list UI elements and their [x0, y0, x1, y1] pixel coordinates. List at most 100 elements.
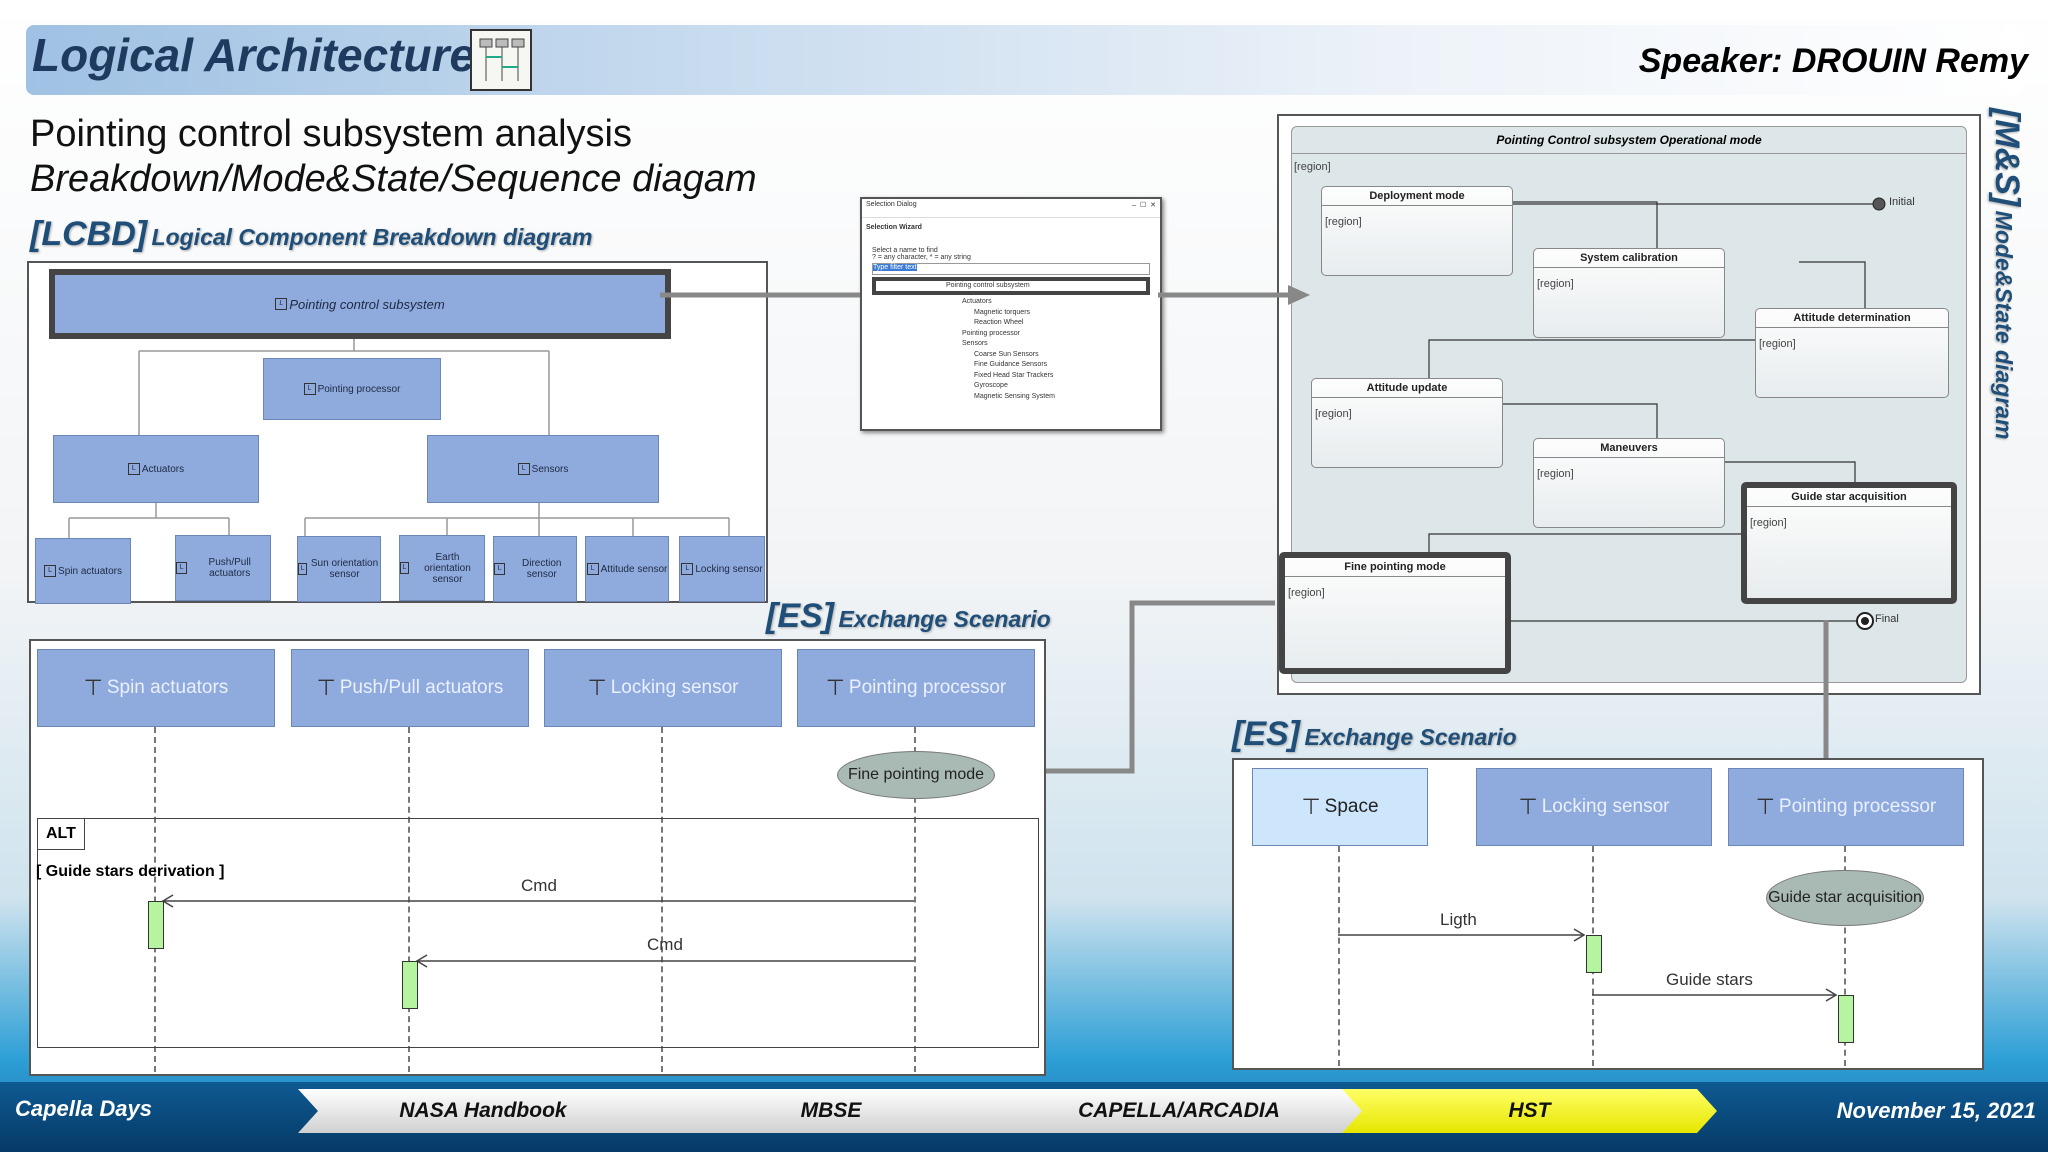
tree-item[interactable]: Reaction Wheel — [974, 319, 1024, 326]
activation-bar — [402, 961, 418, 1009]
message-label: Cmd — [647, 935, 683, 954]
actor-icon: ⊤ — [587, 675, 607, 700]
selection-dialog: Selection Dialog – ☐ ✕ Selection Wizard … — [860, 197, 1162, 431]
tree-item-selected[interactable]: Pointing control subsystem — [872, 277, 1150, 295]
fragment-guard: [ Guide stars derivation ] — [36, 863, 225, 880]
lifeline — [661, 727, 663, 1072]
ms-title: Mode&State diagram — [1991, 210, 2017, 440]
lifeline — [1338, 846, 1340, 1066]
lcbd-leaf-label: Push/Pull actuators — [208, 557, 251, 579]
state-deployment-mode[interactable]: Deployment mode[region] — [1321, 186, 1513, 276]
es2-actor[interactable]: ⊤Locking sensor — [1476, 768, 1712, 846]
state-region: [region] — [1750, 517, 1787, 529]
lcbd-tag: [LCBD] — [30, 215, 148, 253]
slide-title: Logical Architecture — [32, 29, 476, 81]
footer-date: November 15, 2021 — [1836, 1098, 2036, 1123]
dialog-hint-2: ? = any character, * = any string — [872, 254, 971, 261]
tree-item[interactable]: Magnetic torquers — [974, 308, 1031, 316]
state-region: [region] — [1288, 587, 1325, 599]
dialog-hint-1: Select a name to find — [872, 247, 938, 254]
es2-messages — [1338, 928, 1838, 1002]
tree-item[interactable]: Fixed Head Star Trackers — [974, 371, 1054, 379]
speaker-name: Speaker: DROUIN Remy — [1638, 42, 2028, 80]
nav-step-capella-arcadia[interactable]: CAPELLA/ARCADIA — [994, 1089, 1364, 1133]
final-label: Final — [1875, 613, 1899, 625]
state-guide-star-acquisition[interactable]: Guide star acquisition[region] — [1741, 482, 1957, 604]
state-attitude-determination[interactable]: Attitude determination [region] — [1755, 308, 1949, 398]
state-title: System calibration — [1534, 249, 1724, 268]
title-bar — [26, 25, 2022, 95]
tree-item[interactable]: Pointing processor — [962, 329, 1020, 337]
actor-label: Pointing processor — [1778, 796, 1937, 817]
state-title: Maneuvers — [1534, 439, 1724, 458]
nav-step-hst-active[interactable]: HST — [1342, 1089, 1717, 1133]
tree-item[interactable]: Sensors — [962, 340, 988, 347]
lcbd-leaf-label: Direction sensor — [522, 558, 562, 580]
es2-actor-space[interactable]: ⊤Space — [1252, 768, 1428, 846]
actor-icon: ⊤ — [83, 675, 103, 700]
es1-panel: ⊤Spin actuators ⊤Push/Pull actuators ⊤Lo… — [29, 639, 1046, 1076]
dialog-heading: Selection Wizard — [866, 224, 922, 231]
ms-region-label: [region] — [1294, 161, 1331, 173]
tree-item[interactable]: Magnetic Sensing System — [974, 392, 1055, 400]
ms-vertical-title: [M&S] Mode&State diagram — [1984, 108, 2034, 468]
lcbd-leaf-label: Spin actuators — [58, 565, 122, 577]
state-system-calibration[interactable]: System calibration [region] — [1533, 248, 1725, 338]
tree-item[interactable]: Coarse Sun Sensors — [974, 350, 1039, 358]
fragment-operator: ALT — [38, 819, 85, 850]
state-title: Attitude determination — [1756, 309, 1948, 328]
alt-fragment: ALT [ Guide stars derivation ] — [36, 818, 1039, 1048]
es2-actor[interactable]: ⊤Pointing processor — [1728, 768, 1964, 846]
lcbd-leaf-label: Locking sensor — [695, 563, 763, 575]
tree-item[interactable]: Actuators — [962, 298, 992, 305]
es1-actor[interactable]: ⊤Pointing processor — [797, 649, 1035, 727]
es1-title: Exchange Scenario — [838, 606, 1051, 632]
es1-state-fine-pointing[interactable]: Fine pointing mode — [837, 751, 995, 799]
state-region: [region] — [1759, 338, 1796, 350]
es1-messages — [161, 894, 914, 968]
architecture-icon — [470, 29, 532, 91]
tree-item[interactable]: Gyroscope — [974, 382, 1008, 389]
es1-section-title: [ES] Exchange Scenario — [766, 597, 1051, 636]
message-label: Guide stars — [1666, 970, 1753, 989]
es2-section-title: [ES] Exchange Scenario — [1232, 715, 1517, 754]
lcbd-leaf-label: Sun orientation sensor — [310, 558, 379, 580]
state-title: Fine pointing mode — [1285, 558, 1505, 577]
es1-actor[interactable]: ⊤Locking sensor — [544, 649, 782, 727]
ms-transitions — [1428, 197, 1886, 630]
es1-actor[interactable]: ⊤Push/Pull actuators — [291, 649, 529, 727]
actor-label: Pointing processor — [848, 677, 1007, 698]
nav-step-mbse[interactable]: MBSE — [646, 1089, 1016, 1133]
nav-step-nasa-handbook[interactable]: NASA Handbook — [298, 1089, 668, 1133]
state-fine-pointing-mode[interactable]: Fine pointing mode [region] — [1279, 552, 1511, 674]
lifeline — [154, 727, 156, 1072]
filter-input-text: Type filter text — [873, 264, 917, 271]
state-title: Attitude update — [1312, 379, 1502, 398]
actor-label: Locking sensor — [1541, 796, 1670, 817]
window-controls[interactable]: – ☐ ✕ — [1132, 202, 1156, 209]
state-attitude-update[interactable]: Attitude update[region] — [1311, 378, 1503, 468]
actor-icon: ⊤ — [1301, 794, 1321, 819]
filter-input[interactable]: Type filter text — [872, 263, 1150, 275]
ms-tag: [M&S] — [1988, 108, 2026, 207]
message-label: Cmd — [521, 876, 557, 895]
state-region: [region] — [1537, 278, 1574, 290]
es1-actor[interactable]: ⊤Spin actuators — [37, 649, 275, 727]
state-maneuvers[interactable]: Maneuvers[region] — [1533, 438, 1725, 528]
es2-state-guide-star[interactable]: Guide star acquisition — [1766, 870, 1924, 926]
ms-panel: Pointing Control subsystem Operational m… — [1277, 114, 1981, 695]
actor-label: Space — [1324, 796, 1379, 817]
tree-item[interactable]: Fine Guidance Sensors — [974, 361, 1048, 368]
lcbd-processor-label: Pointing processor — [317, 383, 401, 395]
